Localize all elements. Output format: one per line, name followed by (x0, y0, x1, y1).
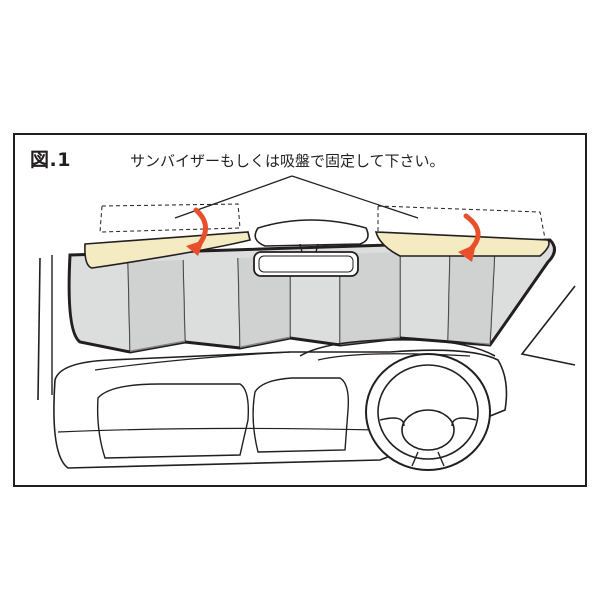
right-visor-dashed-outline (377, 205, 547, 245)
right-a-pillar (520, 285, 576, 366)
dash-divider (57, 427, 381, 433)
instrument-hood (299, 339, 496, 357)
rotate-arrow-icon (458, 213, 481, 262)
mirror-stem (299, 243, 319, 253)
rotate-arrow-icon (186, 207, 208, 256)
rearview-mirror-inner (258, 255, 354, 273)
right-sunvisor (374, 231, 550, 257)
left-dash-panel (96, 383, 250, 459)
steering-hub (401, 409, 455, 451)
mirror-mount (254, 219, 369, 247)
left-visor-dashed-outline (99, 203, 241, 233)
left-a-pillar (37, 257, 41, 401)
figure-label: 図.1 (30, 149, 71, 171)
center-console (252, 377, 350, 453)
instrument-hood-inner (317, 353, 471, 361)
steering-wheel (365, 353, 491, 471)
dashboard-top-edge (94, 351, 291, 371)
left-sunvisor (84, 231, 251, 269)
callout-line-right (291, 175, 419, 219)
instruction-caption: サンバイザーもしくは吸盤で固定して下さい。 (130, 152, 445, 170)
